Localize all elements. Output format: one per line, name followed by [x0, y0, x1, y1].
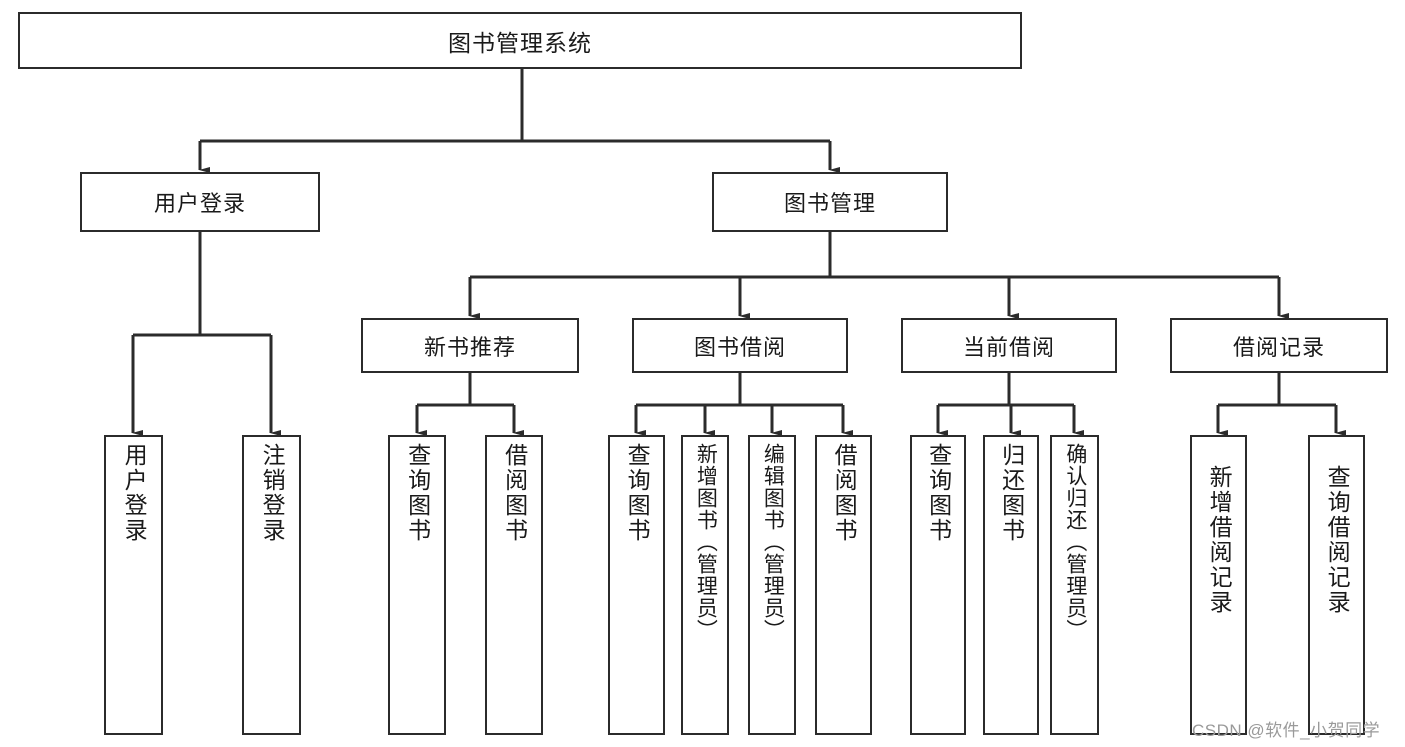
leaf-edit-book-label: 编辑图书（管理员）: [761, 443, 785, 641]
node-current-borrow-label: 当前借阅: [962, 334, 1055, 360]
node-book-manage-label: 图书管理: [783, 191, 876, 216]
leaf-user-login-label: 用户登录: [121, 443, 148, 543]
node-user-login-label: 用户登录: [153, 191, 246, 216]
node-book-manage[interactable]: 图书管理: [712, 172, 948, 232]
node-book-borrow[interactable]: 图书借阅: [632, 318, 848, 373]
leaf-confirm-return-label: 确认归还（管理员）: [1063, 443, 1087, 641]
leaf-user-logout-label: 注销登录: [259, 443, 286, 543]
leaf-query-book-3[interactable]: 查询图书: [910, 435, 966, 735]
node-current-borrow[interactable]: 当前借阅: [901, 318, 1117, 373]
leaf-borrow-book-2[interactable]: 借阅图书: [815, 435, 872, 735]
leaf-query-book-1[interactable]: 查询图书: [388, 435, 446, 735]
leaf-add-book-label: 新增图书（管理员）: [694, 443, 718, 641]
leaf-edit-book[interactable]: 编辑图书（管理员）: [748, 435, 796, 735]
node-borrow-record[interactable]: 借阅记录: [1170, 318, 1388, 373]
node-root-label: 图书管理系统: [448, 29, 592, 56]
leaf-borrow-book-1[interactable]: 借阅图书: [485, 435, 543, 735]
node-new-book-recommend[interactable]: 新书推荐: [361, 318, 579, 373]
node-borrow-record-label: 借阅记录: [1232, 334, 1325, 360]
leaf-query-book-2[interactable]: 查询图书: [608, 435, 665, 735]
leaf-return-book[interactable]: 归还图书: [983, 435, 1039, 735]
node-root[interactable]: 图书管理系统: [18, 12, 1022, 69]
leaf-confirm-return[interactable]: 确认归还（管理员）: [1050, 435, 1099, 735]
node-new-book-recommend-label: 新书推荐: [423, 334, 516, 360]
csdn-watermark: CSDN @软件_小贺同学: [1192, 721, 1381, 740]
node-user-login[interactable]: 用户登录: [80, 172, 320, 232]
leaf-user-login[interactable]: 用户登录: [104, 435, 163, 735]
leaf-query-record[interactable]: 查询借阅记录: [1308, 435, 1365, 735]
leaf-add-book[interactable]: 新增图书（管理员）: [681, 435, 729, 735]
leaf-return-book-label: 归还图书: [998, 443, 1025, 543]
leaf-query-book-1-label: 查询图书: [404, 443, 431, 543]
leaf-borrow-book-2-label: 借阅图书: [831, 443, 858, 543]
leaf-add-record-label: 新增借阅记录: [1206, 465, 1233, 615]
leaf-user-logout[interactable]: 注销登录: [242, 435, 301, 735]
node-book-borrow-label: 图书借阅: [693, 334, 786, 360]
leaf-query-book-3-label: 查询图书: [925, 443, 952, 543]
leaf-add-record[interactable]: 新增借阅记录: [1190, 435, 1247, 735]
leaf-query-record-label: 查询借阅记录: [1324, 465, 1351, 615]
leaf-borrow-book-1-label: 借阅图书: [501, 443, 528, 543]
leaf-query-book-2-label: 查询图书: [624, 443, 651, 543]
